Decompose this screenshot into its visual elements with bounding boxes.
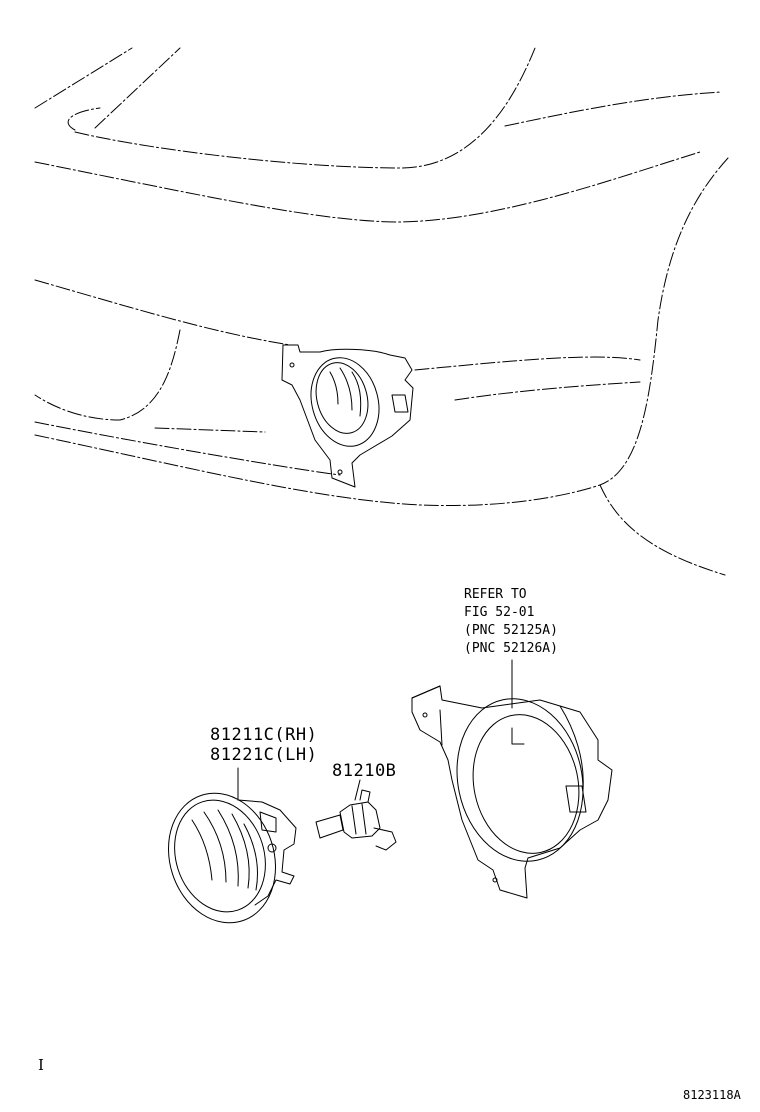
part-number-bulb: 81210B <box>332 761 397 781</box>
installed-fog-lamp <box>281 344 414 488</box>
part-number-fog-lamp-lh: 81221C(LH) <box>210 745 318 765</box>
car-body-outline <box>34 47 729 576</box>
reference-note: REFER TO FIG 52-01 (PNC 52125A) (PNC 521… <box>464 588 558 660</box>
reference-line-4: (PNC 52126A) <box>464 641 558 656</box>
reference-line-1: REFER TO <box>464 587 527 602</box>
figure-id: 8123118A <box>683 1088 741 1102</box>
reference-line-2: FIG 52-01 <box>464 605 535 620</box>
fog-lamp-unit <box>168 792 297 924</box>
corner-marker: I <box>38 1056 44 1074</box>
bulb-part <box>315 789 397 851</box>
leader-lines <box>237 659 513 801</box>
reference-line-3: (PNC 52125A) <box>464 623 558 638</box>
lamp-bracket <box>411 685 613 899</box>
part-number-fog-lamp-rh: 81211C(RH) <box>210 725 318 745</box>
